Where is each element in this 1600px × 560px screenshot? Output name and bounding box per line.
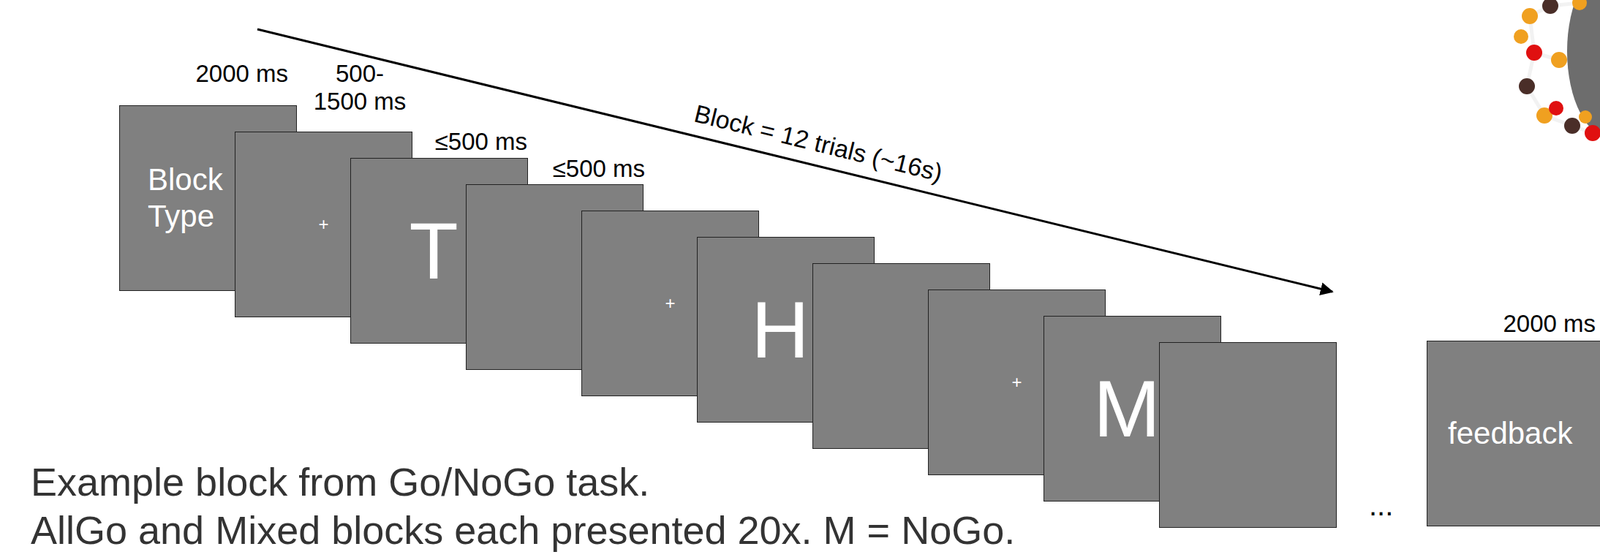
screen-text: Block Type [147,161,236,236]
fixation-cross: + [318,214,329,236]
caption-line: AllGo and Mixed blocks each presented 20… [30,507,1015,553]
timing-label: 2000 ms [195,59,289,88]
timing-label: 500- 1500 ms [308,59,411,116]
fixation-cross: + [1011,372,1022,394]
timing-label: ≤500 ms [552,155,645,183]
feedback-screen: feedback [1426,340,1600,527]
block-length-label: Block = 12 trials (~16s) [691,99,945,188]
timing-label: 2000 ms [1502,310,1596,338]
screen-text: feedback [1447,415,1573,452]
ellipsis: ... [1368,488,1394,523]
timing-label: ≤500 ms [435,127,528,156]
molecule-figure [1513,0,1600,142]
stimulus-letter: H [751,289,809,371]
fixation-cross: + [664,293,675,315]
stimulus-letter: T [408,210,458,292]
caption-line: Example block from Go/NoGo task. [30,459,650,505]
stimulus-letter: M [1093,368,1161,449]
blank-screen [1159,342,1337,528]
